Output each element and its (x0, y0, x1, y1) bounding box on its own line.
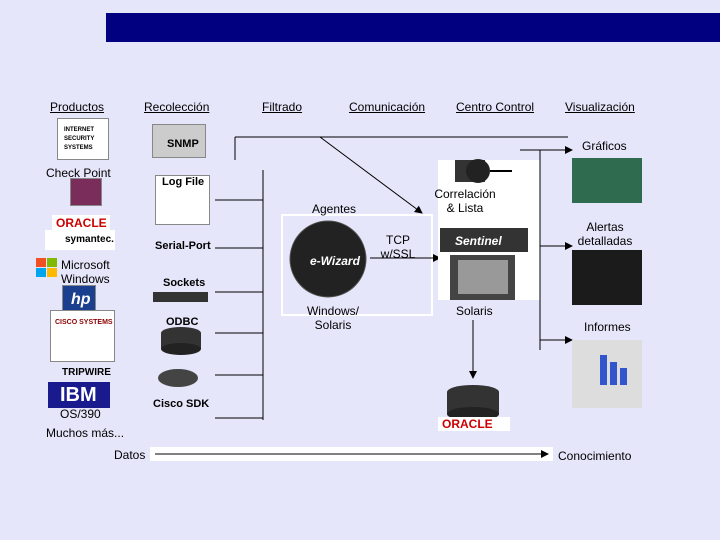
correlacion-label: Correlación & Lista (434, 187, 496, 215)
oracle-logo: ORACLE (52, 215, 110, 231)
ibm-logo: IBM (48, 382, 110, 408)
column-comunicacion: Comunicación (349, 100, 426, 114)
agentes-label: Agentes (312, 202, 357, 216)
iss-logo: INTERNET SECURITY SYSTEMS (57, 118, 109, 160)
tripwire-label: TRIPWIRE (62, 367, 111, 378)
sockets-label: Sockets (163, 277, 206, 289)
datos-label: Datos (114, 448, 146, 462)
column-recoleccion: Recolección (144, 100, 210, 114)
windows-icon (36, 258, 58, 278)
header-bar (106, 13, 720, 42)
ewizard-label: e-Wizard (310, 254, 360, 268)
muchos-mas-label: Muchos más... (46, 426, 125, 440)
conocimiento-label: Conocimiento (558, 449, 632, 463)
checkpoint-logo (70, 178, 102, 206)
cisco-sdk-label: Cisco SDK (153, 398, 210, 410)
cisco-logo: CISCO SYSTEMS (50, 310, 115, 362)
checkpoint-label: Check Point (46, 166, 111, 180)
column-centro-control: Centro Control (456, 100, 535, 114)
symantec-logo: symantec. (45, 230, 115, 250)
snmp-icon: SNMP (152, 124, 206, 158)
microsoft-windows-label: Microsoft Windows (61, 258, 110, 286)
tcp-ssl-label: TCP w/SSL (380, 233, 416, 261)
logfile-icon: Log File (155, 175, 210, 225)
column-visualizacion: Visualización (565, 100, 635, 114)
windows-solaris-label: Windows/ Solaris (306, 304, 359, 332)
sentinel-label: Sentinel (455, 234, 502, 248)
column-filtrado: Filtrado (262, 100, 303, 114)
oracle-db-logo: ORACLE (438, 417, 510, 431)
graficos-label: Gráficos (582, 139, 627, 153)
solaris-label: Solaris (456, 304, 493, 318)
column-productos: Productos (50, 100, 105, 114)
odbc-label: ODBC (166, 316, 199, 328)
os390-label: OS/390 (60, 407, 101, 421)
serial-port-label: Serial-Port (155, 240, 211, 252)
alertas-label: Alertas detalladas (577, 220, 633, 248)
informes-label: Informes (584, 320, 631, 334)
